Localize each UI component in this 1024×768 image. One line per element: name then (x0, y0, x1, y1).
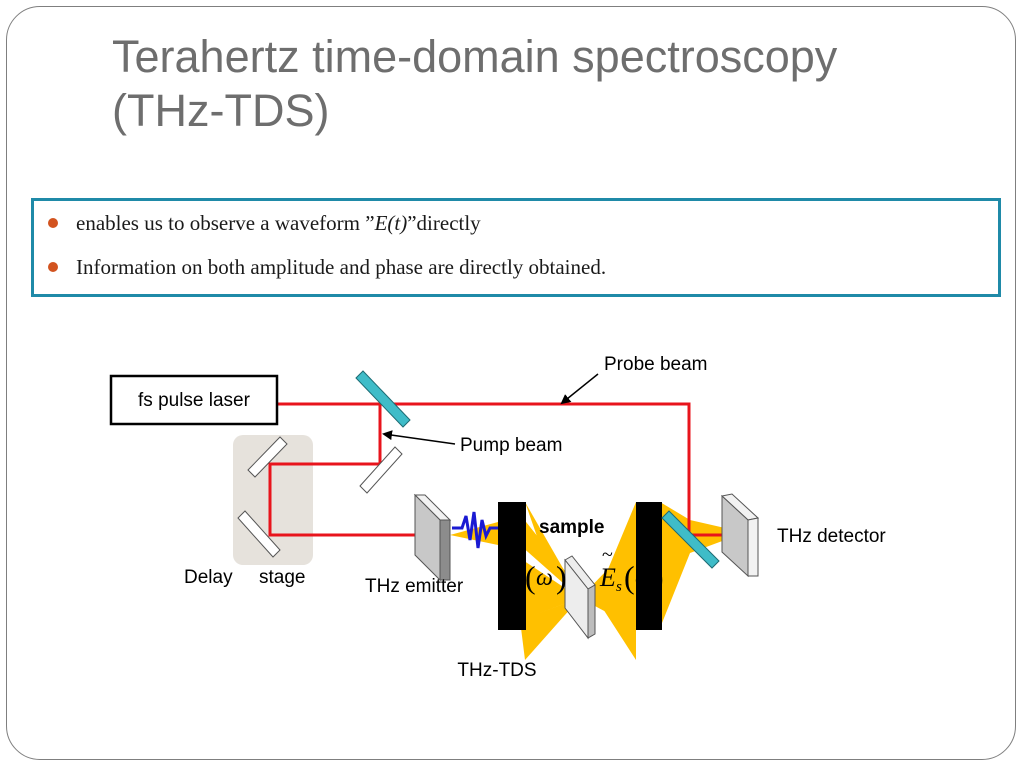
tilde-mark-es: ~ (602, 544, 613, 566)
bullet-text-et: E(t) (374, 211, 408, 235)
aperture-right (636, 502, 662, 630)
es-close-paren: ) (653, 559, 664, 595)
probe-beam-label: Probe beam (604, 354, 708, 375)
er-subscript: r (516, 579, 522, 595)
fs-laser-label: fs pulse laser (138, 390, 251, 411)
pump-beam-arrow (382, 430, 456, 445)
delay-mirror-top (247, 436, 288, 478)
thz-pulse-waveform-icon (452, 511, 498, 549)
probe-beam-arrow (560, 373, 599, 405)
stage-label: stage (259, 567, 305, 588)
es-subscript: s (616, 579, 622, 595)
slide-frame (6, 6, 1016, 760)
delay-mirror-bottom (237, 510, 281, 558)
bullet-list: enables us to observe a waveform ”E(t)”d… (46, 209, 606, 297)
laser-beam-paths (268, 402, 740, 537)
er-omega: ω (536, 565, 553, 591)
bullet-box: enables us to observe a waveform ”E(t)”d… (31, 198, 1001, 297)
sample-plate (564, 555, 596, 640)
detection-mirror (661, 510, 720, 569)
sample-label: sample (539, 517, 604, 538)
bullet-text-amplitude-phase: Information on both amplitude and phase … (76, 255, 607, 279)
er-close-paren: ) (556, 559, 567, 595)
aperture-left (498, 502, 526, 630)
thz-emitter (413, 493, 452, 582)
delay-label: Delay (184, 567, 233, 588)
er-open-paren: ( (525, 559, 536, 595)
er-symbol: E (499, 563, 516, 592)
bullet-text-pre: enables us to observe a waveform ” (76, 211, 375, 235)
fs-laser-box (109, 374, 279, 426)
thz-detector-label: THz detector (777, 526, 886, 547)
es-omega-formula: ~ E s ( ω ) (599, 544, 664, 595)
slide-title: Terahertz time-domain spectroscopy (THz-… (112, 30, 992, 138)
thz-detector (720, 493, 760, 578)
bullet-dot-icon (48, 218, 58, 228)
bullet-item-amplitude-phase: Information on both amplitude and phase … (46, 253, 606, 281)
slide-title-line1: Terahertz time-domain spectroscopy (112, 31, 838, 82)
bullet-text-post: ”directly (407, 211, 481, 235)
bullet-item-waveform: enables us to observe a waveform ”E(t)”d… (46, 209, 606, 237)
es-omega: ω (635, 565, 652, 591)
er-omega-formula: ~ E r ( ω ) (499, 544, 567, 595)
thz-emitter-label: THz emitter (365, 576, 464, 597)
pump-beam-label: Pump beam (460, 435, 562, 456)
tilde-mark-er: ~ (501, 544, 512, 566)
pump-mirror (359, 446, 403, 494)
es-symbol: E (599, 563, 616, 592)
es-open-paren: ( (624, 559, 635, 595)
slide-title-line2: (THz-TDS) (112, 85, 330, 136)
diagram-caption: THz-TDS (457, 660, 536, 681)
beam-splitter (355, 370, 411, 428)
bullet-dot-icon (48, 262, 58, 272)
